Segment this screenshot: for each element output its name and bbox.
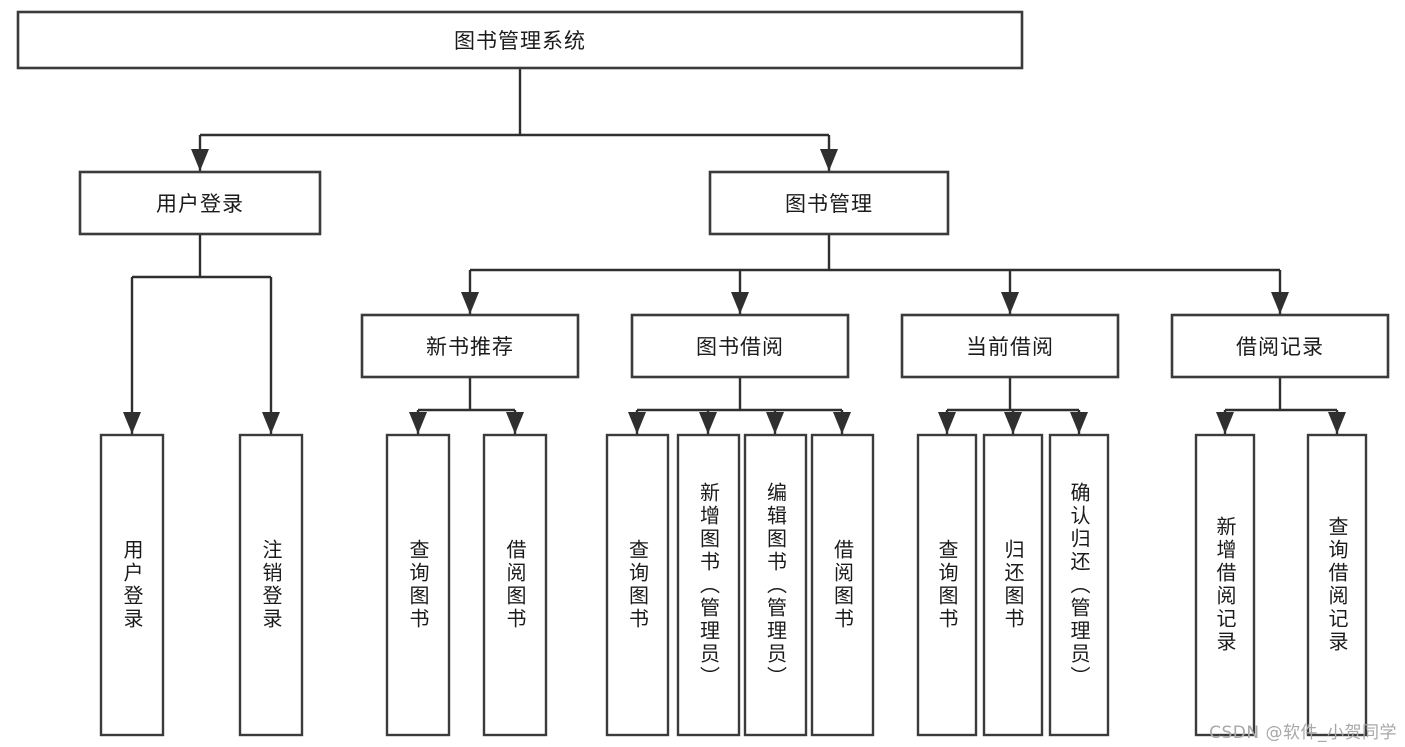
arrow-head-icon [1001,292,1019,314]
arrow-head-icon [1070,412,1088,434]
leaf-node-box[interactable] [605,433,670,737]
arrow-head-icon [191,149,209,171]
arrow-head-icon [262,412,280,434]
leaf-node-box[interactable] [1194,433,1256,737]
leaf-node-box[interactable] [743,433,808,737]
arrow-head-icon [1004,412,1022,434]
arrow-head-icon [628,412,646,434]
arrow-head-icon [938,412,956,434]
leaf-node-box[interactable] [99,433,165,737]
leaf-node-box[interactable] [982,433,1044,737]
root-node-box[interactable] [16,10,1024,70]
leaf-node-box[interactable] [1306,433,1368,737]
level3-node-box[interactable] [360,313,580,379]
arrow-head-icon [1328,412,1346,434]
leaf-node-box[interactable] [1048,433,1110,737]
level2-node-box[interactable] [78,170,322,236]
arrow-head-icon [506,412,524,434]
leaf-node-box[interactable] [385,433,451,737]
arrow-head-icon [123,412,141,434]
level3-node-box[interactable] [630,313,850,379]
arrow-head-icon [731,292,749,314]
arrow-head-icon [1271,292,1289,314]
node-box-layer [16,10,1390,737]
leaf-node-box[interactable] [238,433,304,737]
leaf-node-box[interactable] [482,433,548,737]
arrow-head-icon [461,292,479,314]
arrow-head-icon [699,412,717,434]
connector-layer [123,68,1346,434]
leaf-node-box[interactable] [810,433,875,737]
arrow-head-icon [766,412,784,434]
level3-node-box[interactable] [1170,313,1390,379]
level2-node-box[interactable] [708,170,950,236]
level3-node-box[interactable] [900,313,1120,379]
arrow-head-icon [1216,412,1234,434]
arrow-head-icon [409,412,427,434]
arrow-head-icon [833,412,851,434]
arrow-head-icon [820,149,838,171]
leaf-node-box[interactable] [916,433,978,737]
leaf-node-box[interactable] [676,433,741,737]
